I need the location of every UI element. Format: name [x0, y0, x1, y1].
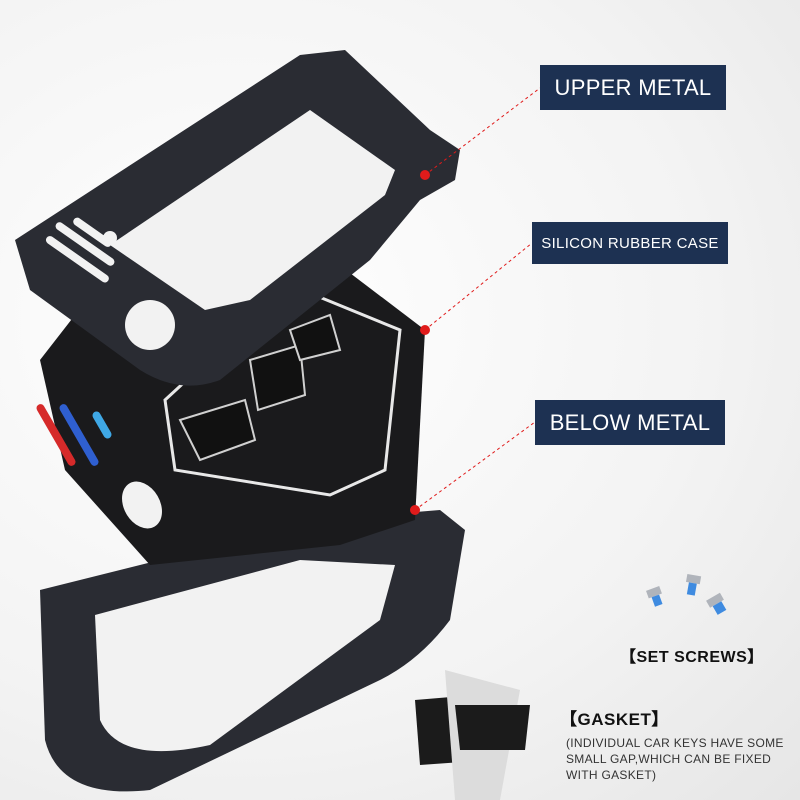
upper-metal-frame — [15, 50, 460, 386]
leader-lines — [414, 87, 541, 511]
upper-marker — [420, 170, 430, 180]
upper-metal-label: UPPER METAL — [540, 65, 726, 110]
blue-stripe — [59, 404, 99, 466]
gasket-image — [415, 670, 530, 800]
gasket-title: 【GASKET】 — [560, 710, 669, 729]
set-screws-image — [646, 573, 727, 615]
red-stripe — [36, 404, 76, 466]
below-metal-label: BELOW METAL — [535, 400, 725, 445]
silicon-rubber-case-label: SILICON RUBBER CASE — [532, 222, 728, 264]
set-screws-label: 【SET SCREWS】 — [620, 649, 764, 666]
light-blue-stripe — [92, 411, 112, 439]
gasket-description: (INDIVIDUAL CAR KEYS HAVE SOME SMALL GAP… — [566, 736, 784, 782]
silicon-marker — [420, 325, 430, 335]
below-marker — [410, 505, 420, 515]
